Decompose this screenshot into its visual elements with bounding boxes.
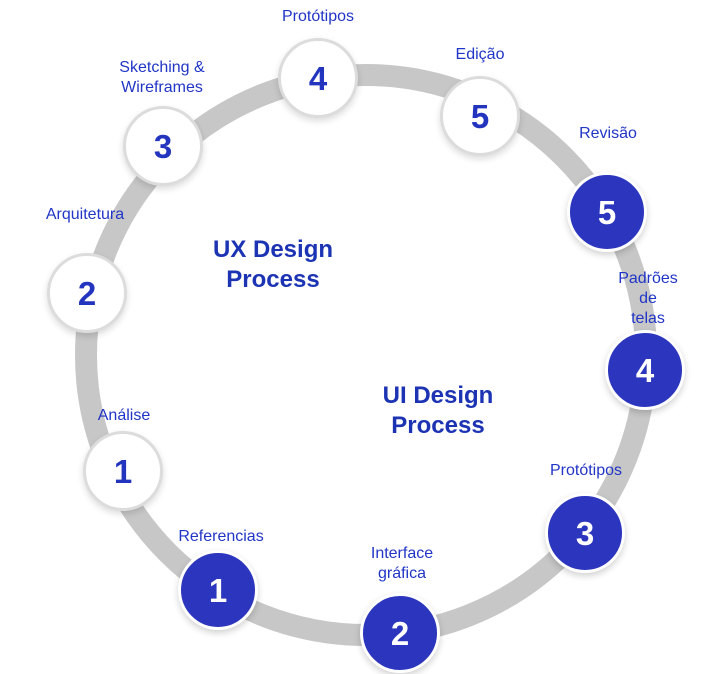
ui-step-2-number: 2	[390, 614, 410, 652]
ux-step-2-label: Arquitetura	[45, 206, 125, 223]
ux-step-2-number: 2	[77, 274, 97, 312]
ux-step-2-circle: 2	[47, 253, 127, 333]
ux-step-4-label: Protótipos	[281, 8, 355, 25]
ui-step-2-label: Interface gráfica	[370, 545, 434, 582]
ux-step-1-number: 1	[113, 452, 133, 490]
ux-step-5-number: 5	[470, 97, 490, 135]
ux-step-5-label: Edição	[455, 46, 505, 63]
ui-step-3-circle: 3	[545, 493, 625, 573]
ui-step-4-label: Padrões de telas	[618, 270, 678, 327]
ui-process-title: UI Design Process	[382, 382, 494, 439]
ux-step-4-number: 4	[308, 59, 328, 97]
ui-step-5-label: Revisão	[579, 125, 637, 142]
ui-step-3-label: Protótipos	[549, 462, 623, 479]
ui-step-1-circle: 1	[178, 550, 258, 630]
ui-step-2-circle: 2	[360, 593, 440, 673]
ui-step-3-number: 3	[575, 514, 595, 552]
ui-step-4-circle: 4	[605, 330, 685, 410]
ux-step-5-circle: 5	[440, 76, 520, 156]
ux-step-1-label: Análise	[97, 407, 151, 424]
ui-step-1-label: Referencias	[178, 528, 264, 545]
ux-process-title: UX Design Process	[212, 236, 334, 293]
ui-step-5-number: 5	[597, 193, 617, 231]
ux-step-3-label: Sketching & Wireframes	[119, 59, 205, 96]
ui-step-4-number: 4	[635, 351, 655, 389]
ui-step-1-number: 1	[208, 571, 228, 609]
ui-step-5-circle: 5	[567, 172, 647, 252]
ux-step-4-circle: 4	[278, 38, 358, 118]
ux-step-3-number: 3	[153, 127, 173, 165]
ux-step-3-circle: 3	[123, 106, 203, 186]
ux-step-1-circle: 1	[83, 431, 163, 511]
